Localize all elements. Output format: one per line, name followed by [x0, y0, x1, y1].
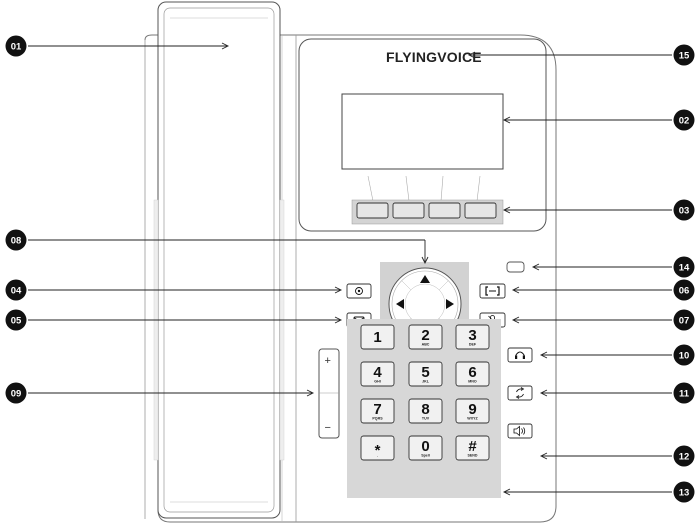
keypad-key[interactable]: *.	[360, 435, 395, 461]
volume-plus-label[interactable]: +	[325, 355, 331, 367]
callout-left-function-key-1: 04	[5, 279, 27, 301]
callout-number: 14	[679, 262, 690, 273]
callout-number: 12	[679, 451, 690, 462]
callout-number: 15	[679, 50, 690, 61]
callout-indicator-led: 14	[673, 256, 695, 278]
keypad-key-label: 7	[373, 401, 381, 418]
keypad-key-label: 3	[468, 327, 476, 344]
callout-navigation-pad: 08	[5, 229, 27, 251]
keypad-key-label: 8	[421, 401, 429, 418]
callout-number: 06	[679, 285, 690, 296]
callout-number: 09	[11, 388, 22, 399]
callout-number: 10	[679, 350, 690, 361]
callout-number: 03	[679, 205, 690, 216]
speaker-icon	[513, 425, 526, 437]
leader-lines	[28, 42, 672, 496]
keypad-key-sublabel: WXYZ	[467, 417, 478, 421]
callout-display: 02	[673, 109, 695, 131]
handset	[153, 1, 285, 519]
nav-left-arrow-icon[interactable]	[396, 299, 404, 309]
keypad-key-sublabel: Spell	[421, 454, 430, 458]
callout-softkeys: 03	[673, 199, 695, 221]
keypad-key-label: 5	[421, 364, 429, 381]
target-circle-icon	[355, 287, 363, 295]
headset-icon	[515, 351, 525, 359]
left-function-key-1[interactable]	[346, 283, 372, 299]
keypad-key-label: #	[468, 438, 477, 455]
keypad-key-label: *	[375, 442, 381, 459]
right-function-key-1[interactable]	[479, 283, 506, 299]
callout-logo: 15	[673, 44, 695, 66]
display-screen	[341, 93, 504, 170]
keypad-key-sublabel: GHI	[374, 380, 380, 384]
keypad-key-sublabel: ABC	[422, 343, 430, 347]
softkey-4[interactable]	[464, 202, 497, 219]
volume-key[interactable]: + −	[318, 348, 340, 439]
callout-volume-key: 09	[5, 382, 27, 404]
brand-logo: FLYINGVOICE	[386, 49, 482, 65]
callout-transfer-key: 11	[673, 382, 695, 404]
keypad-key-label: 9	[468, 401, 476, 418]
callout-number: 04	[11, 285, 22, 296]
softkey-row	[351, 175, 504, 225]
softkey-1[interactable]	[356, 202, 389, 219]
callout-headset-key: 10	[673, 344, 695, 366]
speaker-key[interactable]	[507, 423, 533, 439]
transfer-arrows-icon	[515, 387, 525, 399]
keypad-key-sublabel: TUV	[422, 417, 430, 421]
callout-number: 11	[679, 388, 690, 399]
keypad-key-label: 2	[421, 327, 429, 344]
keypad-key-sublabel: SEND	[468, 454, 478, 458]
indicator-led	[506, 261, 525, 273]
keypad-key-sublabel: JKL	[422, 380, 430, 384]
keypad-key-label: 4	[373, 364, 382, 381]
callout-number: 01	[11, 41, 22, 52]
callout-speaker-key: 12	[673, 445, 695, 467]
keypad-key-sublabel: MNO	[468, 380, 477, 384]
callout-right-function-key-2: 07	[673, 309, 695, 331]
volume-minus-label[interactable]: −	[325, 422, 331, 434]
callout-handset: 01	[5, 35, 27, 57]
keypad-key-label: 6	[468, 364, 476, 381]
keypad-key-label: 0	[421, 438, 429, 455]
softkey-2[interactable]	[392, 202, 425, 219]
nav-right-arrow-icon[interactable]	[446, 299, 454, 309]
keypad-key-sublabel: .	[377, 454, 378, 458]
transfer-key[interactable]	[507, 385, 533, 401]
callout-right-function-key-1: 06	[673, 279, 695, 301]
headset-key[interactable]	[507, 347, 533, 363]
callout-number: 05	[11, 315, 22, 326]
nav-up-arrow-icon[interactable]	[420, 275, 430, 283]
callout-number: 13	[679, 487, 690, 498]
softkey-3[interactable]	[428, 202, 461, 219]
keypad-key[interactable]: #SEND	[455, 435, 490, 461]
keypad-key[interactable]: 1	[360, 324, 395, 350]
keypad-key-label: 1	[373, 329, 381, 346]
redial-bracket-icon	[485, 286, 500, 296]
keypad-key-sublabel: PQRS	[372, 417, 383, 421]
callout-number: 02	[679, 115, 690, 126]
callout-number: 08	[11, 235, 22, 246]
callout-left-function-key-2: 05	[5, 309, 27, 331]
callout-keypad: 13	[673, 481, 695, 503]
callout-number: 07	[679, 315, 690, 326]
keypad-key-sublabel: DEF	[469, 343, 477, 347]
